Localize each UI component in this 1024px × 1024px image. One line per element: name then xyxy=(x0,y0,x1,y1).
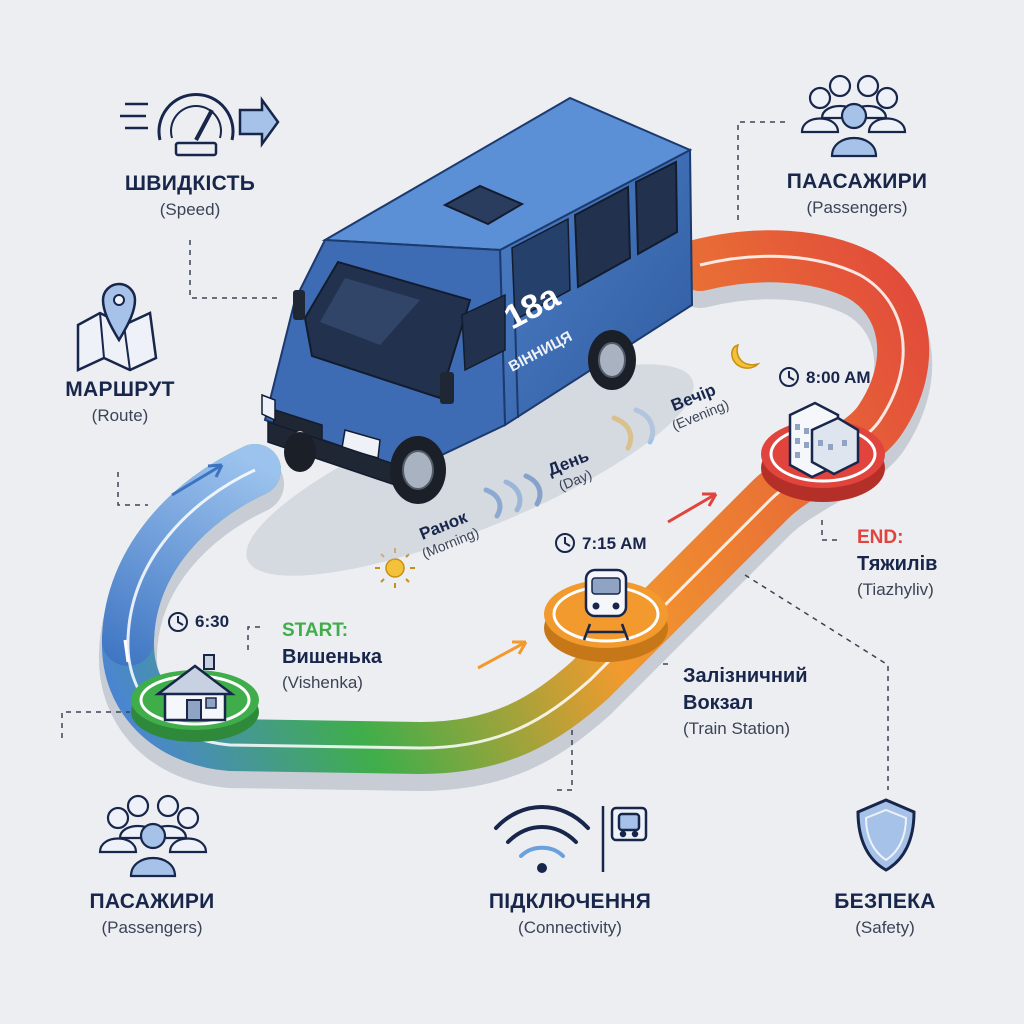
feature-passengers-bottom: ПАСАЖИРИ (Passengers) xyxy=(52,890,252,938)
feature-route-title: МАРШРУТ xyxy=(65,378,175,401)
stop-station-name-line2: Вокзал xyxy=(683,692,754,714)
clock-icon xyxy=(779,367,799,387)
speedometer-icon xyxy=(120,93,280,157)
building-icon xyxy=(788,401,860,479)
feature-passengers-top-title: ПААСАЖИРИ xyxy=(786,170,928,193)
stop-station-name-en: (Train Station) xyxy=(683,719,791,738)
stop-station: Залізничний Вокзал (Train Station) xyxy=(683,665,873,739)
stop-end-time: 8:00 AM xyxy=(806,368,871,387)
train-icon xyxy=(582,568,630,641)
stop-station-time: 7:15 AM xyxy=(582,534,647,553)
stop-end-name: Тяжилів xyxy=(857,553,938,575)
stop-start-name-en: (Vishenka) xyxy=(282,673,363,692)
feature-passengers-top-subtitle: (Passengers) xyxy=(806,198,908,217)
feature-safety-title: БЕЗПЕКА xyxy=(834,890,936,913)
shield-icon xyxy=(856,798,916,872)
feature-speed-subtitle: (Speed) xyxy=(159,200,221,219)
feature-passengers-bottom-subtitle: (Passengers) xyxy=(101,918,203,937)
stop-end: END: Тяжилів (Tiazhyliv) xyxy=(857,527,997,600)
stop-start-time: 6:30 xyxy=(195,612,230,631)
map-pin-icon xyxy=(76,282,158,372)
feature-speed-title: ШВИДКІСТЬ xyxy=(124,172,256,195)
dashed-connectors xyxy=(61,121,889,791)
moon-icon xyxy=(731,343,761,369)
wifi-icon xyxy=(494,805,590,873)
feature-speed: ШВИДКІСТЬ (Speed) xyxy=(95,172,285,220)
bus-stop-icon xyxy=(601,806,648,872)
feature-passengers-bottom-title: ПАСАЖИРИ xyxy=(89,890,215,913)
clock-icon xyxy=(555,533,575,553)
stop-start: START: Вишенька (Vishenka) xyxy=(282,620,452,693)
feature-safety: БЕЗПЕКА (Safety) xyxy=(795,890,975,938)
feature-connectivity-title: ПІДКЛЮЧЕННЯ xyxy=(488,890,652,913)
minibus: 18а ВІННИЦЯ xyxy=(246,96,694,576)
stop-end-name-en: (Tiazhyliv) xyxy=(857,580,934,599)
feature-connectivity: ПІДКЛЮЧЕННЯ (Connectivity) xyxy=(450,890,690,938)
people-group-icon xyxy=(800,74,907,158)
feature-passengers-top: ПААСАЖИРИ (Passengers) xyxy=(752,170,962,218)
track-centerline xyxy=(126,254,905,750)
feature-route-subtitle: (Route) xyxy=(91,406,149,425)
stop-end-tag: END: xyxy=(857,527,904,548)
feature-connectivity-subtitle: (Connectivity) xyxy=(518,918,622,937)
feature-safety-subtitle: (Safety) xyxy=(855,918,915,937)
feature-route: МАРШРУТ (Route) xyxy=(30,378,210,426)
stop-station-name-line1: Залізничний xyxy=(683,665,808,687)
people-group-icon xyxy=(98,794,208,878)
house-icon xyxy=(154,654,236,722)
stop-start-name: Вишенька xyxy=(282,646,383,668)
direction-arrows xyxy=(123,463,718,670)
clock-icon xyxy=(168,612,188,632)
stop-start-tag: START: xyxy=(282,620,349,641)
route-track xyxy=(99,230,933,792)
